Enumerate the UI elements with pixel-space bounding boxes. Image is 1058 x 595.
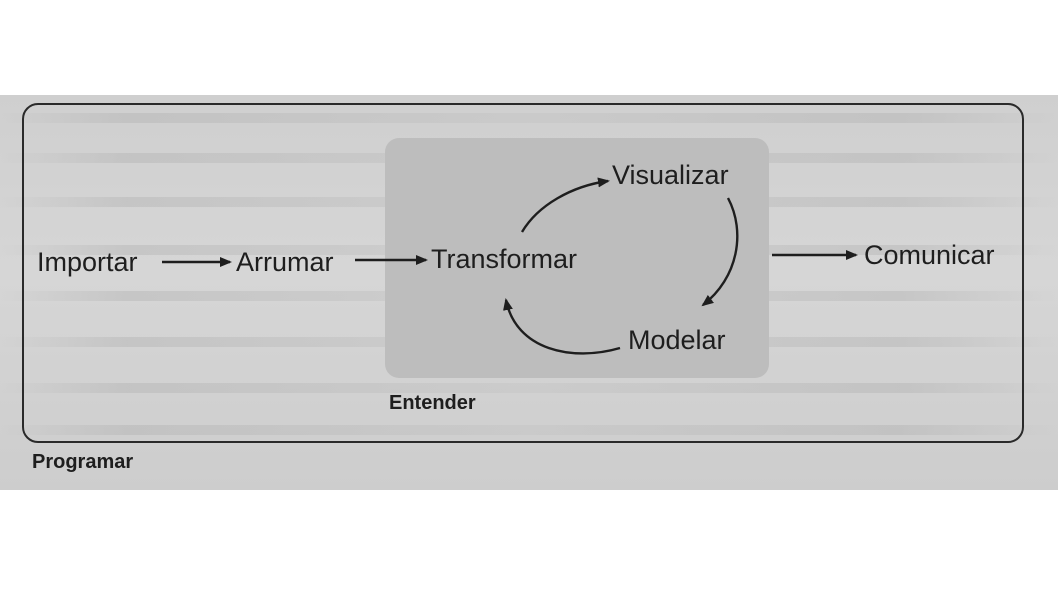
node-transform: Transformar	[431, 244, 578, 274]
node-import: Importar	[37, 247, 138, 277]
label-program: Programar	[32, 451, 134, 473]
program-frame	[22, 103, 1024, 443]
bleed-through-texture	[0, 113, 1058, 123]
node-model: Modelar	[628, 325, 726, 355]
label-understand: Entender	[389, 392, 476, 414]
node-visualize: Visualizar	[612, 160, 729, 190]
node-communicate: Comunicar	[864, 240, 995, 270]
node-tidy: Arrumar	[236, 247, 334, 277]
bleed-through-texture	[0, 425, 1058, 435]
bleed-through-texture	[0, 383, 1058, 393]
